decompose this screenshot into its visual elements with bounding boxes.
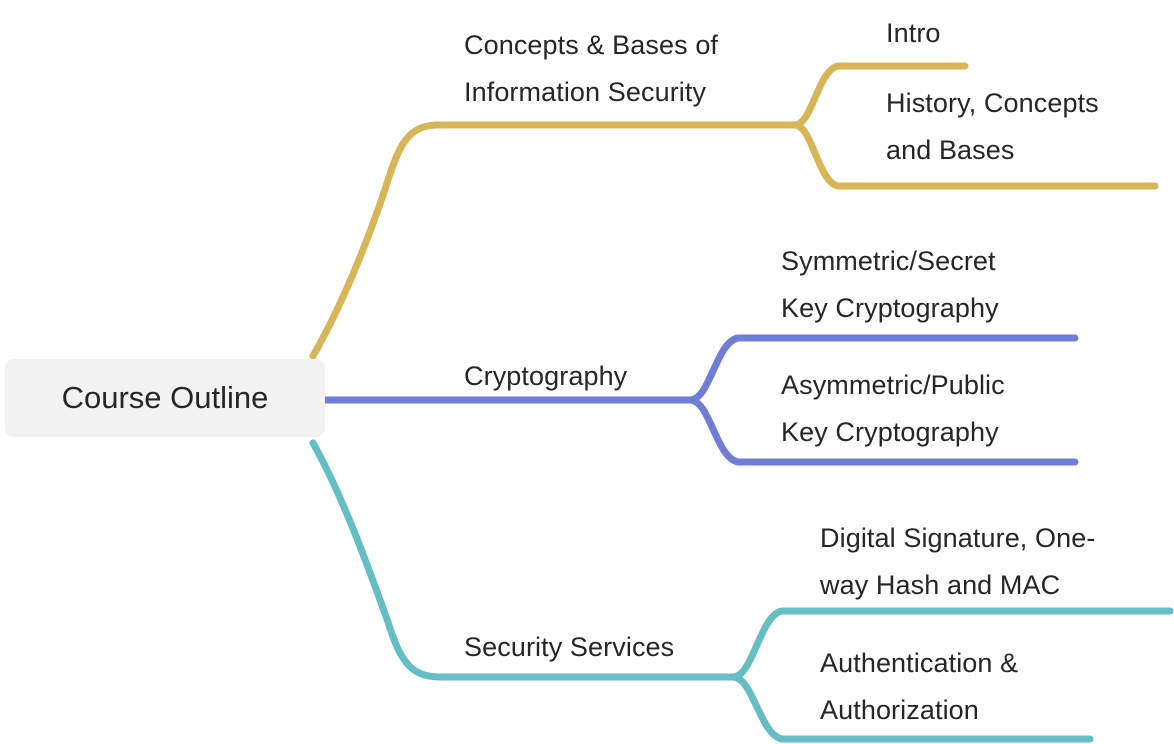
leaf-label-asymmetric-public-key-cryptography[interactable]: Asymmetric/Public Key Cryptography (781, 370, 1005, 447)
branch-label-cryptography[interactable]: Cryptography (464, 361, 628, 391)
leaf-label-digital-signature-one-way-hash-and-mac[interactable]: Digital Signature, One- way Hash and MAC (820, 523, 1096, 600)
leaf-label-intro[interactable]: Intro (886, 18, 941, 48)
branch-path-concepts-spine (309, 121, 799, 360)
root-node-label: Course Outline (61, 379, 269, 415)
root-node-course-outline[interactable]: Course Outline (5, 359, 325, 437)
branch-label-security-services[interactable]: Security Services (464, 632, 675, 662)
leaf-label-authentication-and-authorization[interactable]: Authentication & Authorization (820, 648, 1019, 725)
branch-label-concepts-bases-information-security[interactable]: Concepts & Bases of Information Security (464, 30, 719, 107)
leaf-label-history-concepts-and-bases[interactable]: History, Concepts and Bases (886, 88, 1099, 165)
leaf-label-symmetric-secret-key-cryptography[interactable]: Symmetric/Secret Key Cryptography (781, 246, 999, 323)
